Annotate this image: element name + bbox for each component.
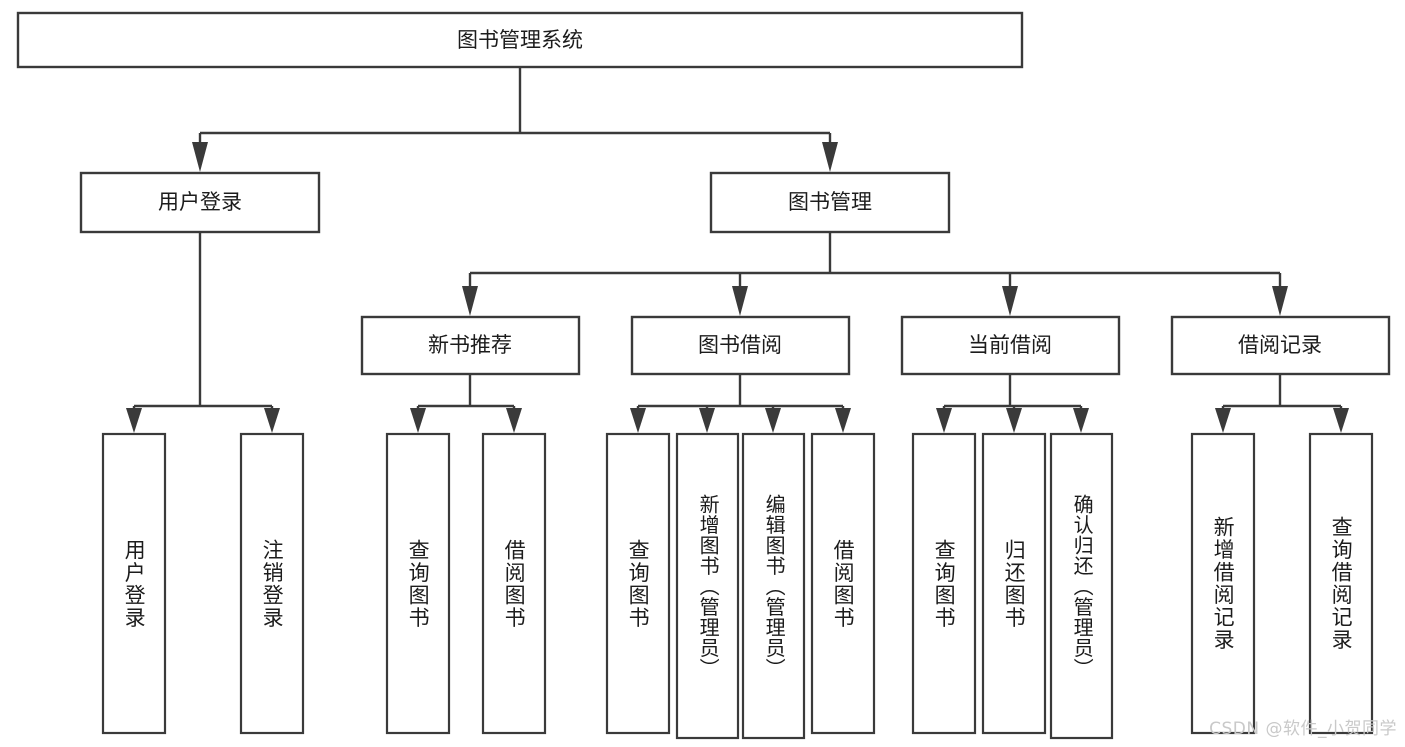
arrow-head-icon — [1002, 286, 1018, 316]
leaf-borrow-book-2-box[interactable] — [810, 432, 876, 735]
node-user-login[interactable]: 用户登录 — [79, 171, 321, 234]
connector-book-management-to-level3 — [462, 232, 1288, 316]
arrow-head-icon — [1215, 408, 1231, 433]
node-new-book-recommend-label: 新书推荐 — [428, 333, 512, 357]
arrow-head-icon — [822, 142, 838, 172]
node-new-book-recommend-box[interactable] — [360, 315, 581, 376]
arrow-head-icon — [462, 286, 478, 316]
node-root[interactable]: 图书管理系统 — [16, 11, 1024, 69]
leaf-edit-book-admin-box[interactable] — [741, 432, 806, 740]
leaf-logout-login-box[interactable] — [239, 432, 305, 735]
leaf-add-borrow-record-box[interactable] — [1190, 432, 1256, 735]
node-root-box[interactable] — [16, 11, 1024, 69]
node-borrow-record-box[interactable] — [1170, 315, 1391, 376]
arrow-head-icon — [126, 408, 142, 433]
node-current-borrow-label: 当前借阅 — [968, 333, 1052, 357]
leaf-query-book-3-box[interactable] — [911, 432, 977, 735]
arrow-head-icon — [1073, 408, 1089, 433]
node-book-management[interactable]: 图书管理 — [709, 171, 951, 234]
arrow-head-icon — [936, 408, 952, 433]
node-user-login-label: 用户登录 — [158, 190, 242, 214]
leaf-confirm-return-admin-box[interactable] — [1049, 432, 1114, 740]
node-current-borrow-box[interactable] — [900, 315, 1121, 376]
leaf-return-book-box[interactable] — [981, 432, 1047, 735]
leaf-query-book-2-box[interactable] — [605, 432, 671, 735]
connector-current-borrow-to-leaves — [936, 374, 1089, 433]
node-book-borrow[interactable]: 图书借阅 — [630, 315, 851, 376]
connector-new-book-recommend-to-leaves — [410, 374, 522, 433]
connector-user-login-to-leaves — [126, 232, 280, 433]
leaf-borrow-book-1-box[interactable] — [481, 432, 547, 735]
node-borrow-record-label: 借阅记录 — [1238, 333, 1322, 357]
node-book-borrow-box[interactable] — [630, 315, 851, 376]
leaf-user-login-box[interactable] — [101, 432, 167, 735]
leaf-query-borrow-record-box[interactable] — [1308, 432, 1374, 735]
connector-root-to-level2 — [192, 67, 838, 172]
arrow-head-icon — [264, 408, 280, 433]
node-book-management-box[interactable] — [709, 171, 951, 234]
arrow-head-icon — [506, 408, 522, 433]
connector-book-borrow-to-leaves — [630, 374, 851, 433]
arrow-head-icon — [835, 408, 851, 433]
arrow-head-icon — [192, 142, 208, 172]
arrow-head-icon — [1333, 408, 1349, 433]
arrow-head-icon — [699, 408, 715, 433]
arrow-head-icon — [410, 408, 426, 433]
leaf-query-book-1-box[interactable] — [385, 432, 451, 735]
node-book-borrow-label: 图书借阅 — [698, 333, 782, 357]
arrow-head-icon — [1272, 286, 1288, 316]
leaf-add-book-admin-box[interactable] — [675, 432, 740, 740]
node-user-login-box[interactable] — [79, 171, 321, 234]
node-borrow-record[interactable]: 借阅记录 — [1170, 315, 1391, 376]
arrow-head-icon — [630, 408, 646, 433]
node-new-book-recommend[interactable]: 新书推荐 — [360, 315, 581, 376]
connector-borrow-record-to-leaves — [1215, 374, 1349, 433]
arrow-head-icon — [765, 408, 781, 433]
arrow-head-icon — [732, 286, 748, 316]
csdn-watermark: CSDN @软件_小贺同学 — [1209, 719, 1397, 739]
node-root-label: 图书管理系统 — [457, 28, 583, 52]
node-book-management-label: 图书管理 — [788, 190, 872, 214]
arrow-head-icon — [1006, 408, 1022, 433]
node-current-borrow[interactable]: 当前借阅 — [900, 315, 1121, 376]
